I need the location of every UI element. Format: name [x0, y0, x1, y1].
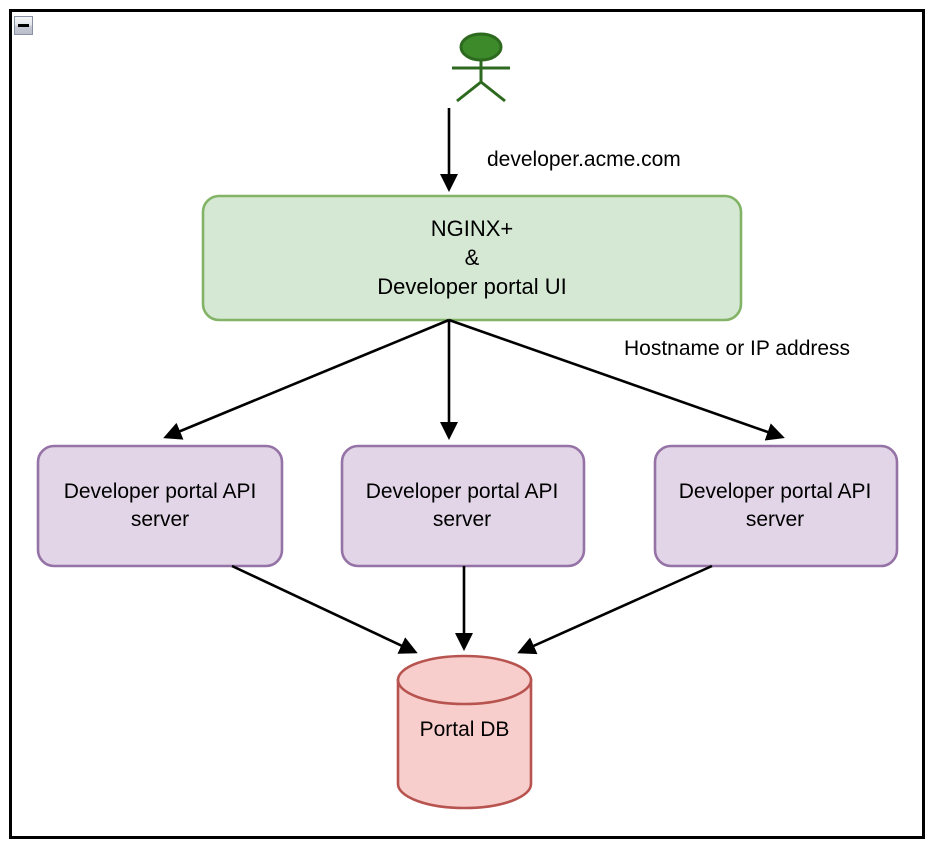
node-api-server-3[interactable] — [653, 444, 899, 568]
minus-icon — [18, 24, 29, 27]
actor-icon — [452, 32, 510, 103]
node-api-server-2[interactable] — [340, 444, 586, 568]
collapse-button[interactable] — [14, 16, 33, 35]
edge-label-hostname: Hostname or IP address — [624, 337, 851, 360]
edge-api-3-to-db — [517, 564, 713, 655]
node-api-server-1[interactable] — [36, 444, 284, 568]
edge-nginx-to-api-3 — [448, 318, 785, 441]
node-portal-db[interactable] — [396, 654, 533, 810]
node-nginx[interactable] — [201, 194, 743, 322]
edge-api-1-to-db — [231, 564, 418, 654]
edge-nginx-to-api-1 — [163, 318, 450, 440]
edge-label-url: developer.acme.com — [487, 148, 681, 171]
